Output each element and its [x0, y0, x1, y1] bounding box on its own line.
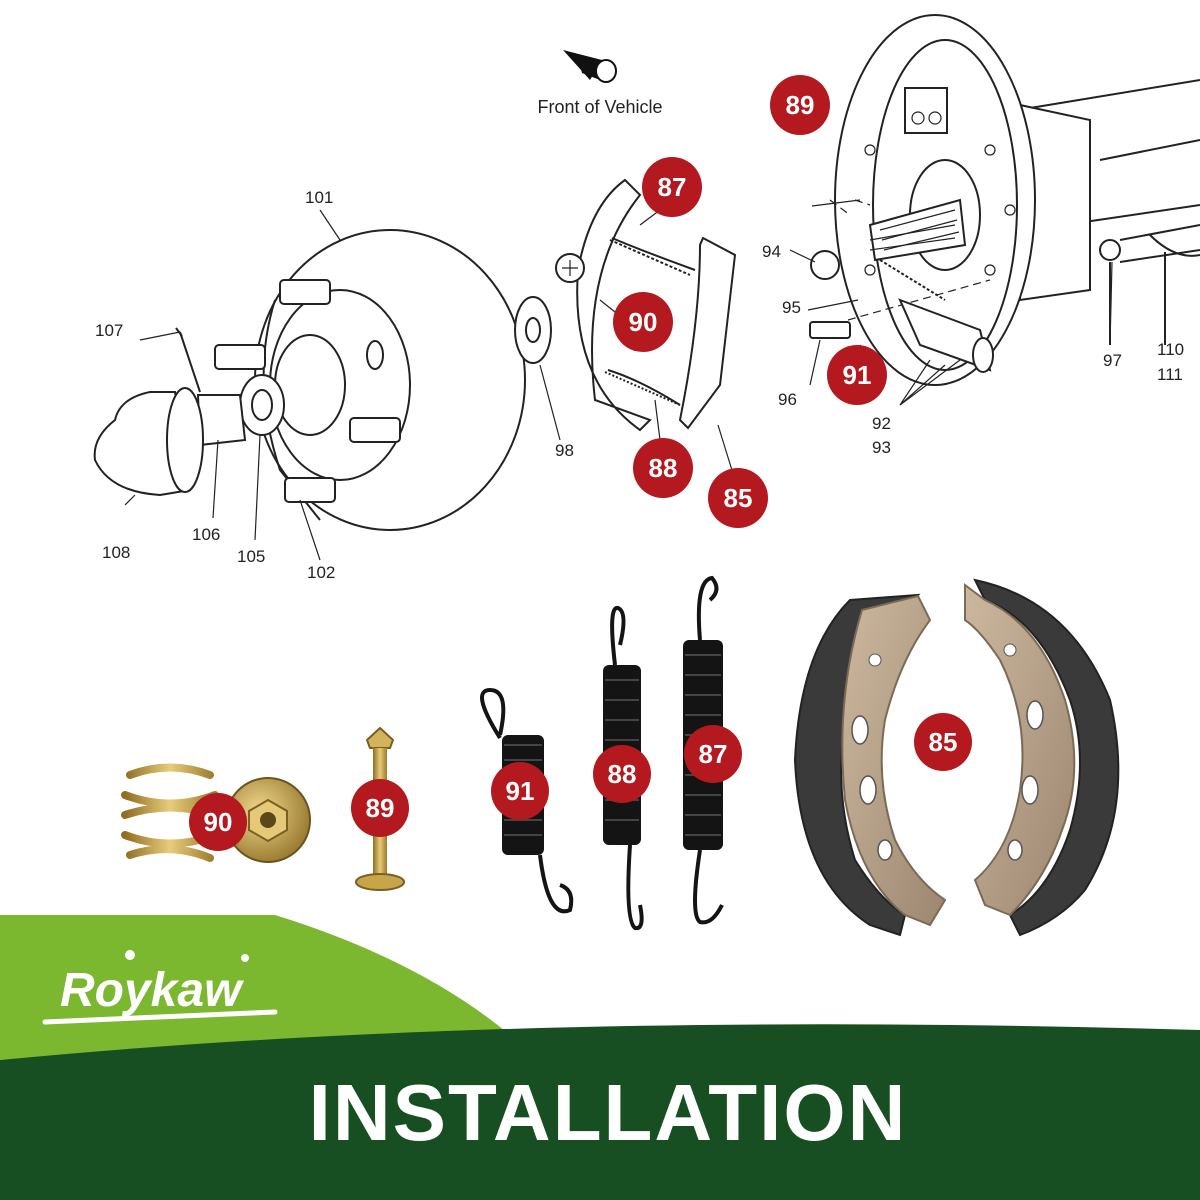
hub-cap	[93, 391, 192, 497]
svg-text:87: 87	[658, 172, 687, 202]
svg-text:89: 89	[366, 793, 395, 823]
svg-text:85: 85	[724, 483, 753, 513]
part-number: 110	[1157, 340, 1184, 359]
diagram-badge-90: 90	[613, 292, 673, 352]
svg-text:91: 91	[843, 360, 872, 390]
diagram-badge-87: 87	[642, 157, 702, 217]
diagram-badge-91: 91	[827, 345, 887, 405]
product-badge-89: 89	[351, 779, 409, 837]
svg-text:88: 88	[649, 453, 678, 483]
svg-text:91: 91	[506, 776, 535, 806]
part-number: 95	[782, 298, 801, 317]
installation-title: INSTALLATION	[309, 1068, 908, 1157]
part-number: 101	[305, 188, 333, 207]
backing-plate	[834, 14, 1200, 386]
part-number: 108	[102, 543, 130, 562]
hold-down-spring-90	[121, 763, 311, 863]
bolt-96	[809, 321, 851, 339]
svg-text:85: 85	[929, 727, 958, 757]
part-number: 97	[1103, 351, 1122, 370]
brake-shoe-assembly	[555, 178, 737, 432]
brake-drum	[214, 229, 526, 531]
part-number: 92	[872, 414, 891, 433]
product-badge-90: 90	[189, 793, 247, 851]
exploded-view: Front of Vehicle	[93, 14, 1200, 582]
castle-nut	[196, 394, 247, 447]
spring-87-line	[609, 239, 691, 276]
front-direction-icon	[563, 50, 617, 83]
bottom-banner: Roykaw INSTALLATION	[0, 915, 1200, 1200]
product-badge-85: 85	[914, 713, 972, 771]
diagram-badge-89: 89	[770, 75, 830, 135]
svg-text:87: 87	[699, 739, 728, 769]
svg-text:90: 90	[629, 307, 658, 337]
diagram-badge-88: 88	[633, 438, 693, 498]
spring-88-line	[604, 371, 681, 406]
part-number: 98	[555, 441, 574, 460]
part-number: 106	[192, 525, 220, 544]
product-parts: 90 89 91 88 87 85	[121, 575, 1120, 937]
brand-logo: Roykaw	[42, 950, 278, 1025]
part-number: 107	[95, 321, 123, 340]
svg-text:88: 88	[608, 759, 637, 789]
svg-text:Roykaw: Roykaw	[60, 964, 244, 1017]
part-number: 105	[237, 547, 265, 566]
part-number: 94	[762, 242, 781, 261]
svg-text:89: 89	[786, 90, 815, 120]
adjuster-wheel-94	[810, 250, 840, 280]
diagram-badge-85: 85	[708, 468, 768, 528]
part-number: 96	[778, 390, 797, 409]
brake-shoes-85	[793, 578, 1120, 937]
banner-dark-green-band	[0, 1024, 1200, 1200]
spring-91-line	[879, 259, 946, 301]
product-badge-87: 87	[684, 725, 742, 783]
wheel-stud	[214, 279, 401, 503]
part-number: 102	[307, 563, 335, 582]
product-badge-88: 88	[593, 745, 651, 803]
front-of-vehicle-label: Front of Vehicle	[537, 97, 662, 117]
part-number: 111	[1157, 365, 1183, 384]
svg-text:90: 90	[204, 807, 233, 837]
part-number: 93	[872, 438, 891, 457]
product-badge-91: 91	[491, 762, 549, 820]
